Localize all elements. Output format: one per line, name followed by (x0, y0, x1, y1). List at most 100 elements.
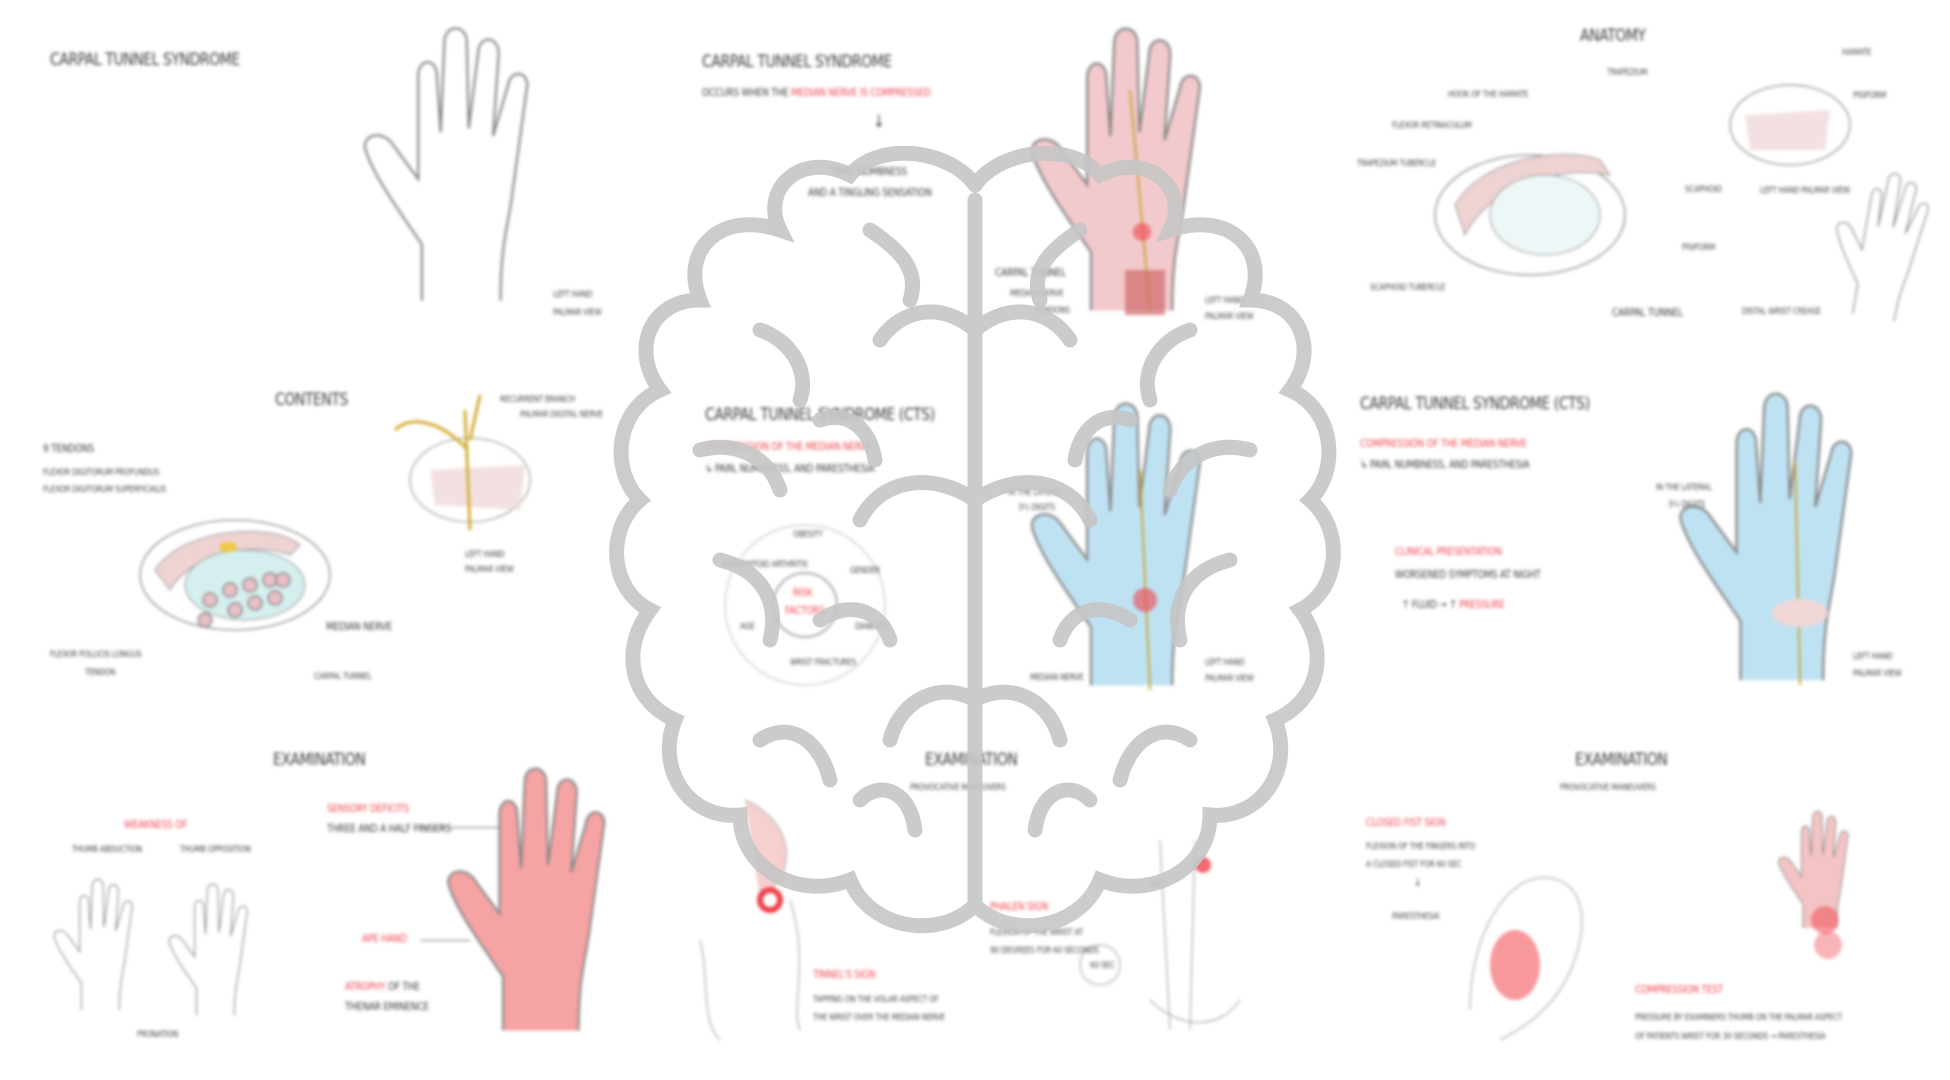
risk-factor: Diabetes (855, 622, 890, 632)
label: Left hand (1205, 658, 1245, 668)
label: Left hand (1205, 296, 1245, 306)
subtitle-text: Occurs when the (702, 86, 792, 99)
label: Recurrent branch (500, 395, 575, 405)
label: Carpal tunnel (995, 266, 1066, 279)
subtitle: Provocative maneuvers (1560, 783, 1656, 793)
timer-label: 60 sec (1090, 961, 1115, 971)
risk-factor: Obesity (793, 530, 823, 540)
section-title: Contents (275, 390, 348, 410)
section-title: Carpal Tunnel Syndrome (50, 50, 240, 70)
label: Palmar view (465, 565, 514, 575)
hand-lateral-digits-drawing (1030, 402, 1202, 687)
label: Paresthesia (1392, 912, 1440, 922)
label: the wrist over the median nerve (813, 1013, 945, 1023)
label: Flexor digitorum superficialis (43, 485, 166, 495)
label: 3½ digits (1668, 500, 1705, 510)
label: of patients wrist for 30 seconds → pares… (1635, 1032, 1826, 1042)
label: Carpal tunnel (1612, 306, 1683, 319)
label: ↑ fluid → ↑ pressure (1402, 598, 1505, 611)
label: Flexion of the fingers into (1366, 842, 1476, 852)
highlight-text: Compression of the median nerve (705, 440, 872, 453)
risk-factor: Age (740, 622, 755, 632)
label: 9 tendons (43, 442, 94, 455)
label: ↳ Pain, numbness, and paresthesia (1360, 458, 1530, 471)
label: Tendons (1035, 306, 1070, 316)
atrophy-suffix: of the (385, 980, 420, 993)
label: ↳ Pain, numbness, and paresthesia (705, 462, 875, 475)
atrophy-text: Atrophy (345, 980, 386, 993)
label: Median nerve (326, 620, 393, 633)
label: Scaphoid (1685, 185, 1722, 195)
highlight-text: Phalen sign (990, 900, 1049, 913)
highlight-text: Clinical presentation (1395, 545, 1502, 558)
highlight-text: Compression test (1635, 983, 1723, 996)
label: Flexor pollicis longus (50, 650, 142, 660)
section-title: Carpal Tunnel Syndrome (CTS) (1360, 394, 1590, 414)
label: Left hand palmar view (1760, 186, 1850, 196)
hand-sensory-deficit-drawing (446, 767, 606, 1032)
risk-factor: Gender (850, 566, 880, 576)
label: Median nerve (1030, 673, 1084, 683)
down-arrow-icon: ↓ (1414, 876, 1422, 889)
risk-factor: Rheumatoid arthritis (722, 560, 808, 570)
highlight-text: Weakness of (124, 818, 188, 831)
leader-line (420, 940, 470, 941)
label: and a tingling sensation (808, 186, 932, 199)
fluid-text: ↑ fluid → ↑ (1402, 598, 1460, 611)
section-title: Examination (925, 750, 1018, 770)
subtitle: Occurs when the median nerve is compress… (702, 86, 931, 99)
section-title: Carpal Tunnel Syndrome (CTS) (705, 405, 935, 425)
label: tendon (85, 668, 116, 678)
label: Distal wrist crease (1742, 307, 1821, 317)
label: Hook of the hamate (1448, 90, 1529, 100)
label: Left hand (465, 550, 505, 560)
highlight-text: Closed fist sign (1366, 816, 1446, 829)
risk-factors-title: factors (785, 604, 825, 617)
section-title: Anatomy (1580, 26, 1646, 46)
risk-factor: Wrist fractures (790, 658, 856, 668)
label: Pain, numbness (833, 165, 907, 178)
highlight-text: Tinnel's sign (813, 968, 876, 981)
label: 3½ digits (1018, 503, 1055, 513)
label: Thenar eminence (345, 1000, 429, 1013)
label: Palmar digital nerve (520, 410, 603, 420)
label: Palmar view (553, 308, 602, 318)
section-title: Examination (1575, 750, 1668, 770)
label: Worsened symptoms at night (1395, 568, 1541, 581)
down-arrow-icon: ↓ (873, 112, 885, 132)
label: Hamate (1842, 48, 1872, 58)
section-title: Carpal Tunnel Syndrome (702, 52, 892, 72)
label: Thumb abduction (72, 845, 142, 855)
label: 90 degrees for 60 seconds (990, 946, 1099, 956)
hand-drawing (363, 27, 529, 302)
label: Tapping on the volar aspect of (813, 995, 939, 1005)
label: Pressure by examiners thumb on the palma… (1635, 1013, 1843, 1023)
label: Carpal tunnel (314, 672, 372, 682)
highlight-text: Sensory deficits (327, 802, 409, 815)
label: Three and a half fingers (327, 822, 452, 835)
label: Flexor retinaculum (1392, 121, 1472, 131)
label: Pronation (137, 1030, 179, 1040)
label: Flexion of the wrist at (990, 928, 1083, 938)
label: Left hand (553, 290, 593, 300)
leader-line (415, 827, 500, 828)
label: Flexor digitorum profundus (43, 468, 160, 478)
label: Atrophy of the (345, 980, 420, 993)
label: Left hand (1853, 652, 1893, 662)
risk-factors-title: Risk (793, 586, 813, 599)
hand-lateral-digits-drawing (1679, 392, 1853, 682)
label: Pisiform (1853, 91, 1887, 101)
label: Median nerve (1010, 289, 1064, 299)
label: a closed fist for 60 sec (1366, 860, 1462, 870)
subtitle: Provocative maneuvers (910, 783, 1006, 793)
pressure-text: pressure (1459, 598, 1505, 611)
label: Palmar view (1205, 674, 1254, 684)
label: Trapezium (1607, 68, 1648, 78)
highlight-text: Ape hand (362, 932, 407, 945)
highlight-text: Compression of the median nerve (1360, 437, 1527, 450)
label: In the lateral (1008, 488, 1064, 498)
label: Palmar view (1205, 312, 1254, 322)
label: Scaphoid tubercle (1370, 283, 1446, 293)
